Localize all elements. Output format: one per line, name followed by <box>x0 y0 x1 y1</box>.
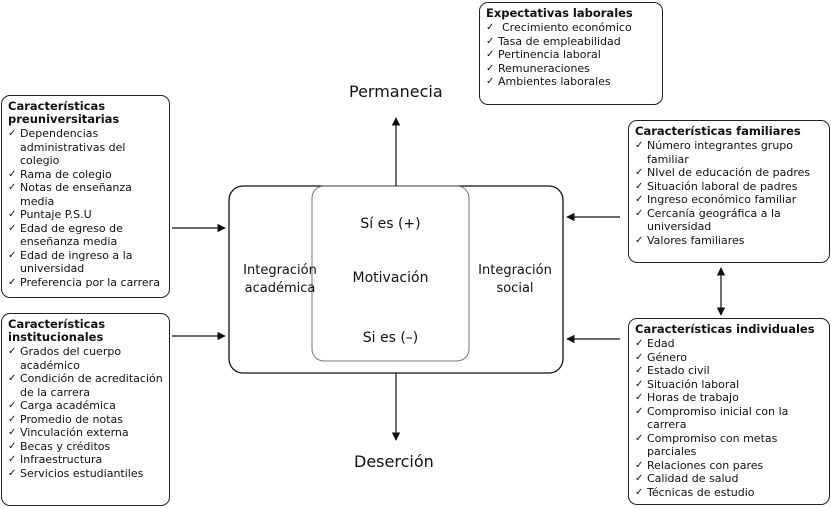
list-item-line: familiar <box>647 152 689 166</box>
list-item-line: académico <box>20 358 80 372</box>
list-item: Remuneraciones <box>486 62 656 76</box>
list-item: Técnicas de estudio <box>635 486 823 500</box>
integracion-social-line2: social <box>496 281 534 296</box>
list-item: Ingreso económico familiar <box>635 193 823 207</box>
list-item: Becas y créditos <box>8 440 163 454</box>
list-item: Situación laboral de padres <box>635 180 823 194</box>
list-item-line: universidad <box>647 220 712 233</box>
institucionales-box: Características institucionales Grados d… <box>1 313 170 506</box>
list-item-line: NIvel de educación de padres <box>647 166 811 179</box>
integracion-social-label: Integración social <box>473 262 557 298</box>
list-item: NIvel de educación de padres <box>635 166 823 180</box>
list-item: Compromiso con metas parciales <box>635 432 823 459</box>
list-item-line: Preferencia por la carrera <box>20 275 160 289</box>
list-item: Género <box>635 351 823 365</box>
familiares-title: Características familiares <box>635 124 801 138</box>
list-item-line: Vinculación externa <box>20 426 129 439</box>
list-item-line: Condición de acreditación <box>20 372 163 385</box>
list-item: Relaciones con pares <box>635 459 823 473</box>
preuniversitarias-title-line1: Características <box>8 99 106 113</box>
list-item-line: de la carrera <box>20 385 90 399</box>
list-item-line: administrativas del colegio <box>20 140 126 168</box>
list-item-line: Notas de enseñanza <box>20 181 132 194</box>
integracion-social-line1: Integración <box>478 263 552 278</box>
list-item: Estado civil <box>635 364 823 378</box>
list-item-line: Puntaje P.S.U <box>20 208 92 221</box>
list-item-line: Grados del cuerpo <box>20 345 122 358</box>
list-item-line: Rama de colegio <box>20 167 112 181</box>
list-item: Vinculación externa <box>8 426 163 440</box>
list-item-line: Servicios estudiantiles <box>20 466 144 480</box>
familiares-box: Características familiares Número integr… <box>628 120 830 263</box>
list-item: Preferencia por la carrera <box>8 276 163 290</box>
list-item-line: Situación laboral de padres <box>647 179 798 193</box>
list-item: Tasa de empleabilidad <box>486 35 656 49</box>
individuales-box: Características individuales Edad Género… <box>628 318 830 505</box>
list-item: Infraestructura <box>8 453 163 467</box>
list-item: Edad <box>635 337 823 351</box>
list-item-line: Infraestructura <box>20 453 103 466</box>
list-item-line: Cercanía geográfica a la <box>647 206 781 220</box>
list-item: Situación laboral <box>635 378 823 392</box>
list-item-line: Número integrantes grupo <box>647 139 794 152</box>
integracion-academica-line1: Integración <box>243 263 317 278</box>
si-es-negativo-label: Si es (–) <box>362 330 419 346</box>
list-item: Promedio de notas <box>8 413 163 427</box>
list-item-line: Valores familiares <box>647 233 745 247</box>
institucionales-title-line2: institucionales <box>8 330 104 344</box>
list-item: Crecimiento económico <box>486 21 656 35</box>
list-item-line: Dependencias <box>20 127 99 140</box>
expectativas-laborales-box: Expectativas laborales Crecimiento econó… <box>479 2 663 105</box>
list-item: Calidad de salud <box>635 472 823 486</box>
list-item: Carga académica <box>8 399 163 413</box>
permanencia-label: Permanecia <box>349 82 443 101</box>
desercion-label: Deserción <box>354 452 434 471</box>
list-item-line: Edad de ingreso a la <box>20 248 133 262</box>
list-item: Rama de colegio <box>8 168 163 182</box>
list-item-line: Promedio de notas <box>20 412 123 426</box>
list-item-line: Carga académica <box>20 399 116 412</box>
list-item: Puntaje P.S.U <box>8 208 163 222</box>
list-item-line: universidad <box>20 262 85 275</box>
list-item-line: enseñanza media <box>20 235 118 248</box>
list-item: Servicios estudiantiles <box>8 467 163 481</box>
list-item: Valores familiares <box>635 234 823 248</box>
expectativas-laborales-title: Expectativas laborales <box>486 6 633 20</box>
list-item-line: Ingreso económico familiar <box>647 193 797 206</box>
institucionales-title: Características institucionales <box>8 318 163 344</box>
list-item: Compromiso inicial con la carrera <box>635 405 823 432</box>
list-item-line: Becas y créditos <box>20 439 111 453</box>
list-item-line: media <box>20 194 55 208</box>
institucionales-title-line1: Características <box>8 317 106 331</box>
preuniversitarias-title: Características preuniversitarias <box>8 100 163 126</box>
preuniversitarias-box: Características preuniversitarias Depend… <box>1 95 170 298</box>
integracion-academica-line2: académica <box>244 281 316 296</box>
list-item-line: Edad de egreso de <box>20 221 123 235</box>
integracion-academica-label: Integración académica <box>238 262 322 298</box>
list-item: Pertinencia laboral <box>486 48 656 62</box>
motivation-inner-box <box>311 185 470 362</box>
individuales-title: Características individuales <box>635 322 815 336</box>
preuniversitarias-title-line2: preuniversitarias <box>8 112 120 126</box>
si-es-positivo-label: Sí es (+) <box>360 216 421 232</box>
motivacion-label: Motivación <box>352 270 429 286</box>
list-item: Ambientes laborales <box>486 75 656 89</box>
list-item: Horas de trabajo <box>635 391 823 405</box>
